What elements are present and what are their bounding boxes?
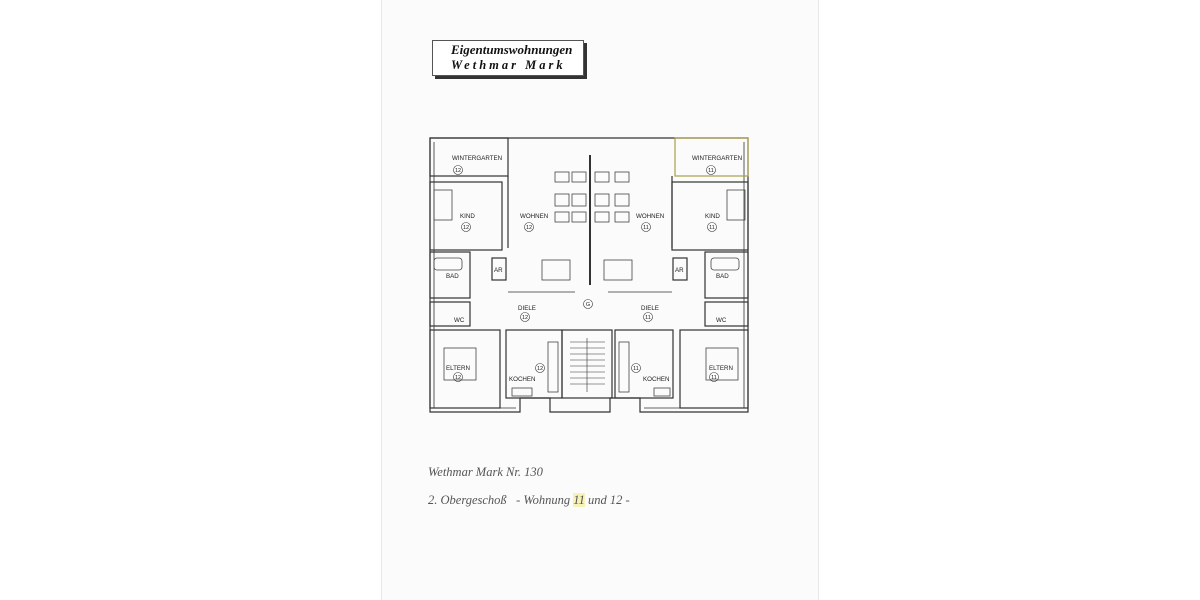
label-diele-right: DIELE [641,305,659,312]
label-stair: G [586,302,590,308]
document-page [382,0,818,600]
no-kochen-right: 11 [633,366,639,372]
label-diele-left: DIELE [518,305,536,312]
no-wintergarten-right: 11 [708,168,714,174]
no-wintergarten-left: 12 [455,168,461,174]
eltern-right [679,329,749,409]
ar-right [672,257,688,281]
label-wintergarten-left: WINTERGARTEN [452,155,502,162]
address-caption: Wethmar Mark Nr. 130 [428,465,543,479]
label-kind-left: KIND [460,213,475,220]
no-eltern-left: 12 [455,375,461,381]
no-diele-right: 11 [645,315,651,321]
floor-caption: 2. Obergeschoß - Wohnung 11 und 12 - [428,493,630,508]
kind-left [429,181,503,251]
title-box: Eigentumswohnungen Wethmar Mark [432,40,584,76]
label-eltern-right: ELTERN [709,365,733,372]
label-ar-right: AR [675,267,684,274]
label-wohnen-right: WOHNEN [636,213,664,220]
no-kochen-left: 12 [537,366,543,372]
no-kind-right: 11 [709,225,715,231]
no-diele-left: 12 [522,315,528,321]
ar-left [491,257,507,281]
kochen-right [614,329,674,399]
label-kind-right: KIND [705,213,720,220]
no-wohnen-left: 12 [526,225,532,231]
label-bad-left: BAD [446,273,459,280]
wc-left [429,301,471,327]
label-wohnen-left: WOHNEN [520,213,548,220]
no-kind-left: 12 [463,225,469,231]
label-bad-right: BAD [716,273,729,280]
label-ar-left: AR [494,267,503,274]
floor-label: 2. Obergeschoß [428,493,507,507]
units-prefix: - Wohnung [516,493,571,507]
label-wc-right: WC [716,317,727,324]
label-eltern-left: ELTERN [446,365,470,372]
bad-right [704,251,749,299]
title-line-2: Wethmar Mark [451,58,566,72]
title-line-1: Eigentumswohnungen [451,42,573,57]
unit-number-highlight: 11 [573,493,585,507]
label-kochen-right: KOCHEN [643,376,669,383]
bad-left [429,251,471,299]
wc-right [704,301,749,327]
eltern-left [429,329,501,409]
wintergarten-left [429,137,509,177]
units-suffix: und 12 - [587,493,630,507]
label-kochen-left: KOCHEN [509,376,535,383]
floor-plan: WINTERGARTEN WINTERGARTEN KIND KIND WOHN… [429,137,749,413]
stairwell [561,329,613,399]
label-wintergarten-right: WINTERGARTEN [692,155,742,162]
no-eltern-right: 11 [711,375,717,381]
wintergarten-right [674,137,749,177]
no-wohnen-right: 11 [643,225,649,231]
label-wc-left: WC [454,317,465,324]
